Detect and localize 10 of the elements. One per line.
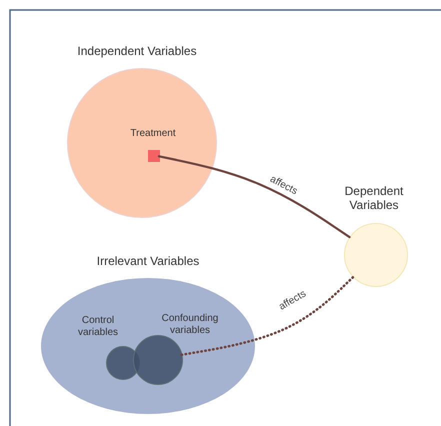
node-label: Confounding variables	[160, 313, 220, 337]
node-label: Treatment	[129, 128, 177, 140]
node-label: Control variables	[76, 315, 120, 339]
connector	[158, 155, 351, 238]
node-label: Dependent Variables	[344, 184, 404, 212]
dotted-connector	[180, 276, 354, 356]
square-marker	[148, 150, 160, 162]
circle	[133, 335, 183, 385]
node-label: Independent Variables	[76, 44, 198, 58]
node-label: Irrelevant Variables	[96, 254, 200, 268]
